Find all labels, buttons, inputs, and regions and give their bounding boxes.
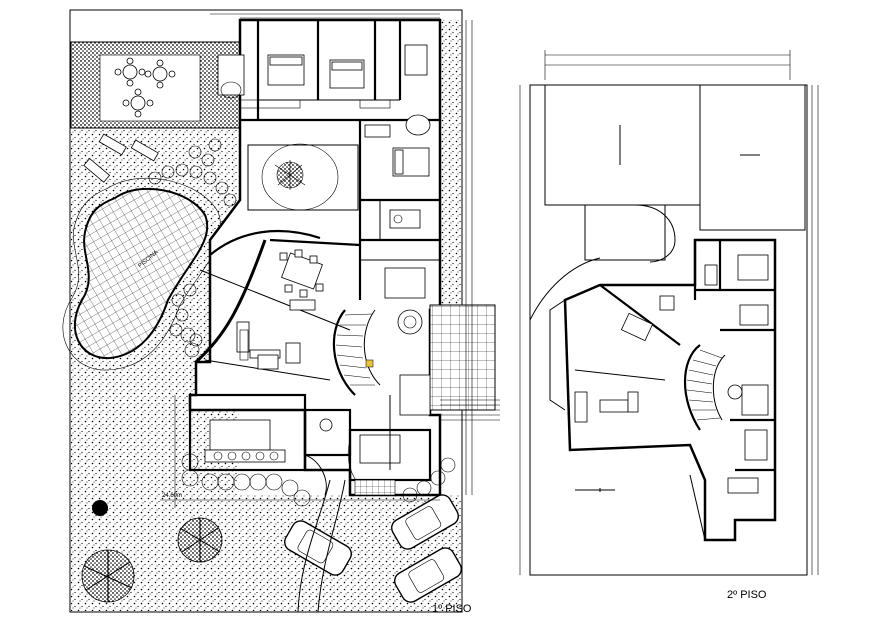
middle-rooms [358,120,440,300]
staircase-first [332,309,423,396]
terrace-deck [99,54,201,122]
first-floor-label: 1º PISO [432,603,472,615]
loungers [83,133,159,183]
living-dining [194,229,361,381]
courtyard [247,143,359,211]
roof-slab-right [699,84,806,231]
lower-rooms [188,374,432,496]
parked-cars [284,494,462,603]
roof-slab-left [544,84,701,206]
width-dimension: 24.60m [162,493,182,499]
bedroom-block [217,20,440,177]
first-floor-plan: PISCINA [62,9,500,615]
shrubs [148,138,237,347]
terrace-tables [114,57,176,118]
dimension-lines-first [160,13,473,508]
pool-edge [62,177,221,371]
second-floor-plan: 2º PISO [519,50,819,601]
driveway [297,479,331,613]
pool-outline [73,187,209,360]
driveway-edge [317,479,346,613]
staircase-second [684,344,743,431]
dimension-lines-second [519,50,819,575]
patio-steps [440,399,500,421]
upper-rooms [529,240,775,494]
balcony [689,474,735,541]
front-shrubs [180,327,456,507]
tree-symbols [81,500,223,603]
garden-right [440,20,461,305]
patio-grid [429,304,496,411]
second-floor-label: 2º PISO [727,589,767,601]
